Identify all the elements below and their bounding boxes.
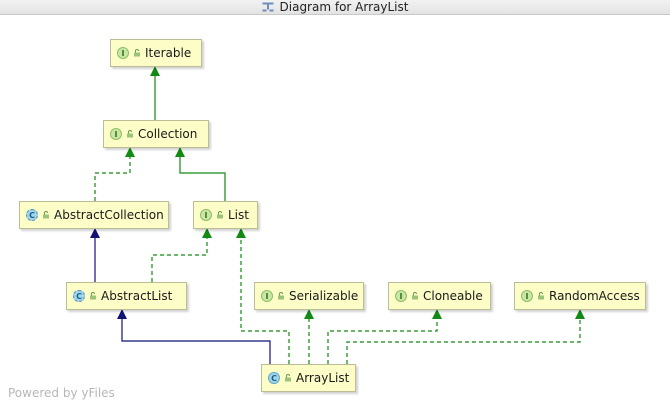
node-label: Collection (138, 127, 198, 141)
interface-icon: I (200, 209, 212, 221)
node-iterable[interactable]: I Iterable (110, 39, 202, 67)
title-bar: Diagram for ArrayList (0, 0, 670, 15)
node-collection[interactable]: I Collection (103, 120, 209, 148)
edge-arraylist-to-cloneable (327, 309, 442, 364)
public-lock-icon (538, 292, 544, 300)
public-lock-icon (127, 130, 133, 138)
abstract-class-icon: C (26, 209, 38, 221)
interface-icon: I (110, 128, 122, 140)
node-label: ArrayList (296, 371, 350, 385)
node-arraylist[interactable]: C ArrayList (261, 364, 356, 392)
edge-arraylist-to-randomaccess (346, 309, 585, 364)
node-abstractlist[interactable]: C AbstractList (66, 282, 187, 310)
public-lock-icon (43, 211, 49, 219)
node-list[interactable]: I List (193, 201, 258, 229)
public-lock-icon (90, 292, 96, 300)
window-title: Diagram for ArrayList (279, 0, 409, 14)
public-lock-icon (285, 374, 291, 382)
node-randomaccess[interactable]: I RandomAccess (514, 282, 646, 310)
node-label: AbstractList (101, 289, 173, 303)
abstract-class-icon: C (73, 290, 85, 302)
interface-icon: I (117, 47, 129, 59)
node-label: Cloneable (423, 289, 483, 303)
node-label: AbstractCollection (54, 208, 164, 222)
node-cloneable[interactable]: I Cloneable (388, 282, 491, 310)
edge-abstractlist-to-list (151, 228, 212, 282)
public-lock-icon (217, 211, 223, 219)
edge-arraylist-to-list (236, 228, 290, 364)
public-lock-icon (134, 49, 140, 57)
node-label: Iterable (145, 46, 192, 60)
class-icon: C (268, 372, 280, 384)
watermark: Powered by yFiles (8, 386, 115, 400)
interface-icon: I (521, 290, 533, 302)
node-label: RandomAccess (549, 289, 640, 303)
interface-icon: I (261, 290, 273, 302)
node-label: Serializable (289, 289, 359, 303)
node-serializable[interactable]: I Serializable (254, 282, 364, 310)
node-label: List (228, 208, 249, 222)
edge-abstractcollection-to-collection (94, 147, 135, 201)
public-lock-icon (412, 292, 418, 300)
edge-list-to-collection (175, 147, 226, 201)
public-lock-icon (278, 292, 284, 300)
interface-icon: I (395, 290, 407, 302)
node-abstractcollection[interactable]: C AbstractCollection (19, 201, 169, 229)
edge-arraylist-to-abstractlist (117, 309, 271, 364)
diagram-icon (262, 2, 274, 12)
